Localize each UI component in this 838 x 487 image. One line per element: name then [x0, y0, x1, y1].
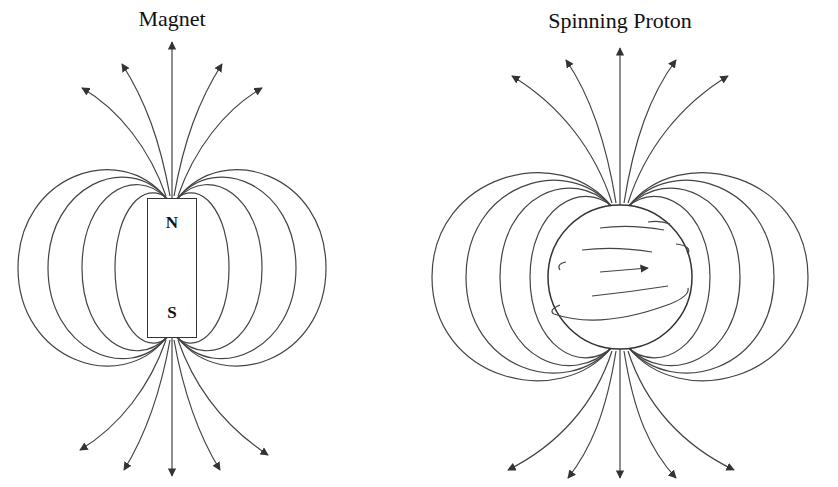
- pole-letter: N: [166, 213, 178, 233]
- bar-magnet: NS: [147, 198, 197, 338]
- figure-title: Spinning Proton: [548, 8, 692, 34]
- figure-title: Magnet: [138, 6, 205, 32]
- pole-letter: S: [167, 303, 176, 323]
